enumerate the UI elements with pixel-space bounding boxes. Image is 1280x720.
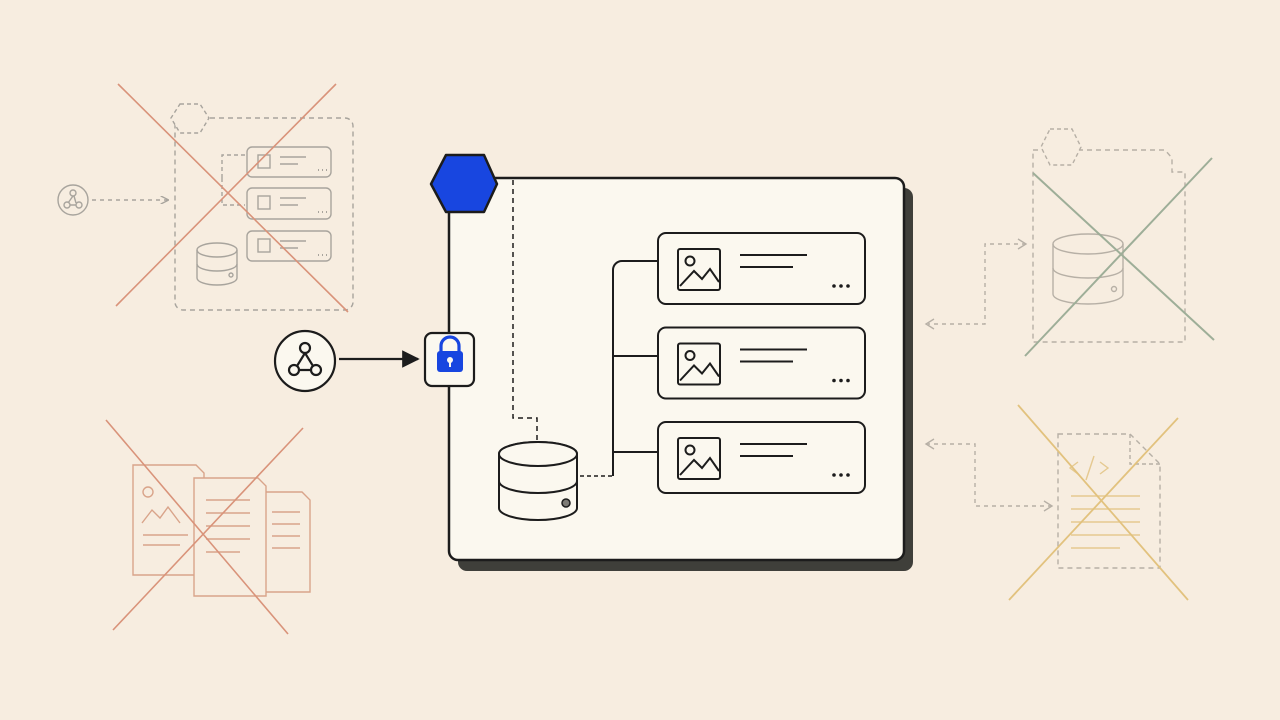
cross-out-icon	[115, 83, 349, 313]
more-dots-icon[interactable]	[832, 284, 850, 288]
connector-line	[928, 243, 1026, 325]
webhook-icon[interactable]	[273, 329, 337, 393]
card[interactable]	[657, 326, 866, 400]
hexagon-to-database-connector	[512, 180, 538, 440]
document-icon	[266, 491, 311, 593]
arrowhead	[924, 318, 935, 330]
card[interactable]	[657, 232, 866, 305]
more-dots-icon[interactable]	[832, 473, 850, 477]
database-icon	[1052, 233, 1124, 305]
rejected-code-file	[924, 433, 1161, 569]
connector-line	[926, 443, 1052, 507]
rejected-database-folder	[924, 128, 1186, 343]
card[interactable]	[657, 421, 866, 494]
arrowhead	[1017, 238, 1028, 250]
frame	[174, 117, 354, 311]
cross-out-icon	[1008, 404, 1189, 601]
text-placeholder-lines	[740, 254, 807, 268]
lock-icon[interactable]	[423, 331, 476, 388]
image-icon	[677, 248, 721, 291]
webhook-icon	[57, 184, 89, 216]
list-item	[246, 230, 332, 262]
hexagon-icon	[170, 103, 210, 134]
rejected-document-stack	[132, 464, 311, 597]
cross-out-icon	[105, 419, 304, 635]
arrowhead	[1043, 500, 1054, 512]
card-trunk-line	[612, 260, 658, 476]
cross-out-icon	[1024, 157, 1215, 357]
database-icon	[498, 441, 578, 521]
text-placeholder-lines	[740, 348, 807, 363]
code-file-icon	[1057, 433, 1161, 569]
hexagon-icon	[429, 153, 499, 214]
arrowhead	[924, 438, 935, 450]
rejected-list-layout	[57, 103, 354, 311]
card-list	[657, 232, 866, 494]
more-dots-icon[interactable]	[832, 378, 850, 383]
hexagon-icon	[1040, 128, 1082, 166]
text-placeholder-lines	[740, 443, 807, 457]
image-icon	[677, 437, 721, 480]
database-icon	[196, 242, 238, 286]
frame	[1032, 149, 1186, 343]
list-item	[246, 146, 332, 178]
list-item	[246, 187, 332, 220]
document-icon	[193, 477, 267, 597]
connector-line	[221, 154, 245, 178]
image-icon	[677, 342, 721, 386]
